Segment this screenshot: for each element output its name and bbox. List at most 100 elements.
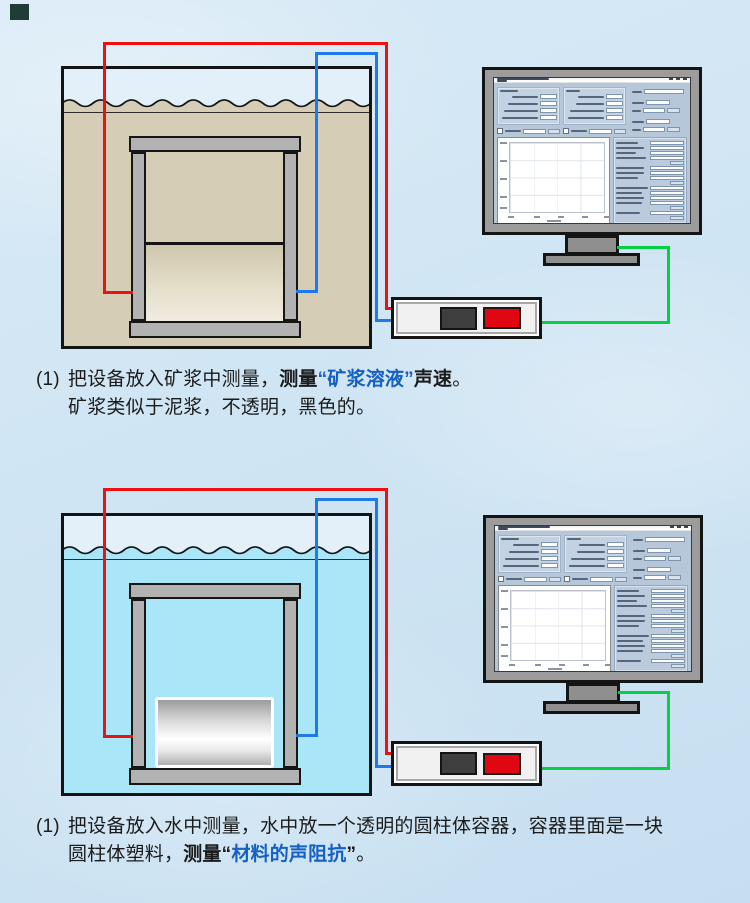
- input-field[interactable]: [644, 89, 684, 94]
- input-field[interactable]: [607, 549, 624, 554]
- menu-item[interactable]: [498, 528, 508, 530]
- ok-button[interactable]: [670, 206, 684, 210]
- x-axis-title: [546, 220, 561, 222]
- measure-button[interactable]: [667, 108, 680, 113]
- result-field[interactable]: [651, 649, 685, 653]
- checkbox[interactable]: [497, 128, 503, 134]
- result-field[interactable]: [650, 176, 684, 180]
- input-field[interactable]: [607, 556, 624, 561]
- input-field[interactable]: [607, 542, 624, 547]
- input-field[interactable]: [540, 94, 557, 99]
- ok-button[interactable]: [670, 216, 684, 220]
- minimize-icon[interactable]: [670, 526, 674, 528]
- result-row: [617, 589, 685, 593]
- input-field[interactable]: [643, 127, 665, 132]
- input-field[interactable]: [589, 128, 612, 134]
- checkbox[interactable]: [498, 576, 504, 582]
- field-row: [500, 101, 557, 106]
- result-field[interactable]: [650, 186, 684, 190]
- result-field[interactable]: [651, 644, 685, 648]
- input-field[interactable]: [607, 563, 624, 568]
- input-field[interactable]: [606, 108, 623, 113]
- input-field[interactable]: [540, 108, 557, 113]
- input-field[interactable]: [644, 575, 666, 580]
- ok-button[interactable]: [549, 576, 561, 582]
- dark-connector[interactable]: [440, 752, 477, 775]
- input-field[interactable]: [523, 128, 546, 134]
- red-wire-segment: [103, 42, 388, 45]
- input-field[interactable]: [541, 563, 558, 568]
- ok-button[interactable]: [671, 629, 685, 633]
- close-icon[interactable]: [684, 526, 688, 528]
- ok-button[interactable]: [615, 576, 627, 582]
- label-bar: [617, 620, 645, 622]
- minimize-icon[interactable]: [669, 78, 673, 80]
- result-field[interactable]: [650, 166, 684, 170]
- result-field[interactable]: [651, 604, 685, 608]
- input-field[interactable]: [644, 556, 666, 561]
- result-field[interactable]: [651, 614, 685, 618]
- maximize-icon[interactable]: [676, 78, 680, 80]
- input-field[interactable]: [646, 119, 670, 124]
- ok-button[interactable]: [671, 664, 685, 668]
- input-field[interactable]: [540, 101, 557, 106]
- close-icon[interactable]: [683, 78, 687, 80]
- input-field[interactable]: [647, 567, 671, 572]
- dark-connector[interactable]: [440, 306, 477, 330]
- input-field[interactable]: [646, 100, 670, 105]
- red-connector[interactable]: [483, 752, 521, 775]
- input-field[interactable]: [541, 549, 558, 554]
- input-field[interactable]: [645, 537, 685, 542]
- checkbox-row: [563, 128, 626, 134]
- input-field[interactable]: [590, 576, 613, 582]
- input-field[interactable]: [541, 542, 558, 547]
- input-field[interactable]: [606, 94, 623, 99]
- result-field[interactable]: [651, 619, 685, 623]
- result-field[interactable]: [650, 211, 684, 215]
- checkbox[interactable]: [564, 576, 570, 582]
- green-wire-segment: [618, 691, 670, 694]
- result-field[interactable]: [650, 151, 684, 155]
- result-field[interactable]: [651, 634, 685, 638]
- result-field[interactable]: [650, 201, 684, 205]
- input-field[interactable]: [540, 115, 557, 120]
- measure-button[interactable]: [668, 556, 681, 561]
- input-field[interactable]: [606, 101, 623, 106]
- window-controls: [670, 526, 688, 528]
- input-field[interactable]: [647, 548, 671, 553]
- x-tick-label: [582, 216, 588, 218]
- result-row: [617, 659, 685, 663]
- measure-button[interactable]: [667, 127, 680, 132]
- result-field[interactable]: [650, 146, 684, 150]
- result-field[interactable]: [650, 196, 684, 200]
- result-field[interactable]: [650, 191, 684, 195]
- input-field[interactable]: [643, 108, 665, 113]
- menu-item[interactable]: [497, 80, 507, 82]
- result-field[interactable]: [651, 639, 685, 643]
- ok-button[interactable]: [670, 181, 684, 185]
- maximize-icon[interactable]: [677, 526, 681, 528]
- result-field[interactable]: [651, 589, 685, 593]
- label-bar: [632, 120, 644, 123]
- input-field[interactable]: [524, 576, 547, 582]
- measure-button[interactable]: [668, 575, 681, 580]
- ok-button[interactable]: [548, 128, 560, 134]
- input-field[interactable]: [606, 115, 623, 120]
- label-bar: [508, 102, 538, 105]
- result-field[interactable]: [650, 171, 684, 175]
- ok-button[interactable]: [671, 609, 685, 613]
- input-field[interactable]: [541, 556, 558, 561]
- result-field[interactable]: [651, 659, 685, 663]
- result-field[interactable]: [651, 599, 685, 603]
- ok-button[interactable]: [614, 128, 626, 134]
- result-field[interactable]: [651, 624, 685, 628]
- result-field[interactable]: [650, 141, 684, 145]
- result-field[interactable]: [650, 156, 684, 160]
- groupbox-left: [497, 87, 560, 125]
- ok-button[interactable]: [671, 654, 685, 658]
- ok-button[interactable]: [670, 161, 684, 165]
- checkbox[interactable]: [563, 128, 569, 134]
- result-field[interactable]: [651, 594, 685, 598]
- red-connector[interactable]: [483, 307, 521, 329]
